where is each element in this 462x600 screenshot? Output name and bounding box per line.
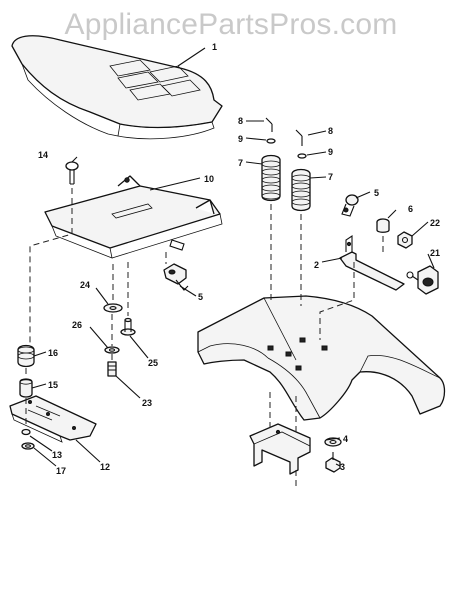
bolt-3 [325,452,341,473]
knob-lower [163,263,189,291]
callout-1: 1 [212,42,217,52]
leader-lines [29,47,435,467]
spring-assembly-left [261,117,281,202]
callout-21: 21 [430,248,440,258]
callout-14: 14 [38,150,48,160]
frame-support [249,392,311,490]
callout-6: 6 [408,204,413,214]
knob-upper [341,194,359,217]
washer-26 [104,346,120,354]
switch [406,265,439,295]
callout-5-upper: 5 [374,188,379,198]
watermark: AppliancePartsPros.com [64,8,398,41]
callout-3: 3 [340,462,345,472]
screw-23 [107,361,117,377]
callout-8-right: 8 [328,126,333,136]
spacer-15 [19,378,33,398]
callout-12: 12 [100,462,110,472]
nut-17 [21,442,35,450]
callout-9-right: 9 [328,147,333,157]
callout-4: 4 [343,434,348,444]
callout-24: 24 [80,280,90,290]
pivot-pin [65,161,79,185]
callout-26: 26 [72,320,82,330]
callout-5-lower: 5 [198,292,203,302]
bracket [339,234,405,291]
callout-7-right: 7 [328,172,333,182]
slide-plate-12 [9,395,97,443]
callout-8-left: 8 [238,116,243,126]
callout-13: 13 [52,450,62,460]
spring-assembly-right [291,129,311,212]
callout-17: 17 [56,466,66,476]
callout-2: 2 [314,260,319,270]
nut-13 [21,428,31,436]
callout-labels: 1 2 3 4 5 5 6 7 7 8 8 9 9 10 12 13 14 15… [38,42,440,476]
callout-25: 25 [148,358,158,368]
callout-10: 10 [204,174,214,184]
bushing [376,218,390,233]
washer-24 [103,303,123,313]
knob-25 [120,317,136,336]
callout-16: 16 [48,348,58,358]
callout-23: 23 [142,398,152,408]
nut-22 [397,231,413,249]
assembly-lines [25,188,384,428]
callout-22: 22 [430,218,440,228]
fender [197,295,446,421]
seat-pan [44,175,223,259]
callout-15: 15 [48,380,58,390]
callout-7-left: 7 [238,158,243,168]
callout-9-left: 9 [238,134,243,144]
spring-bumper-16 [17,344,35,368]
seat [11,35,223,140]
